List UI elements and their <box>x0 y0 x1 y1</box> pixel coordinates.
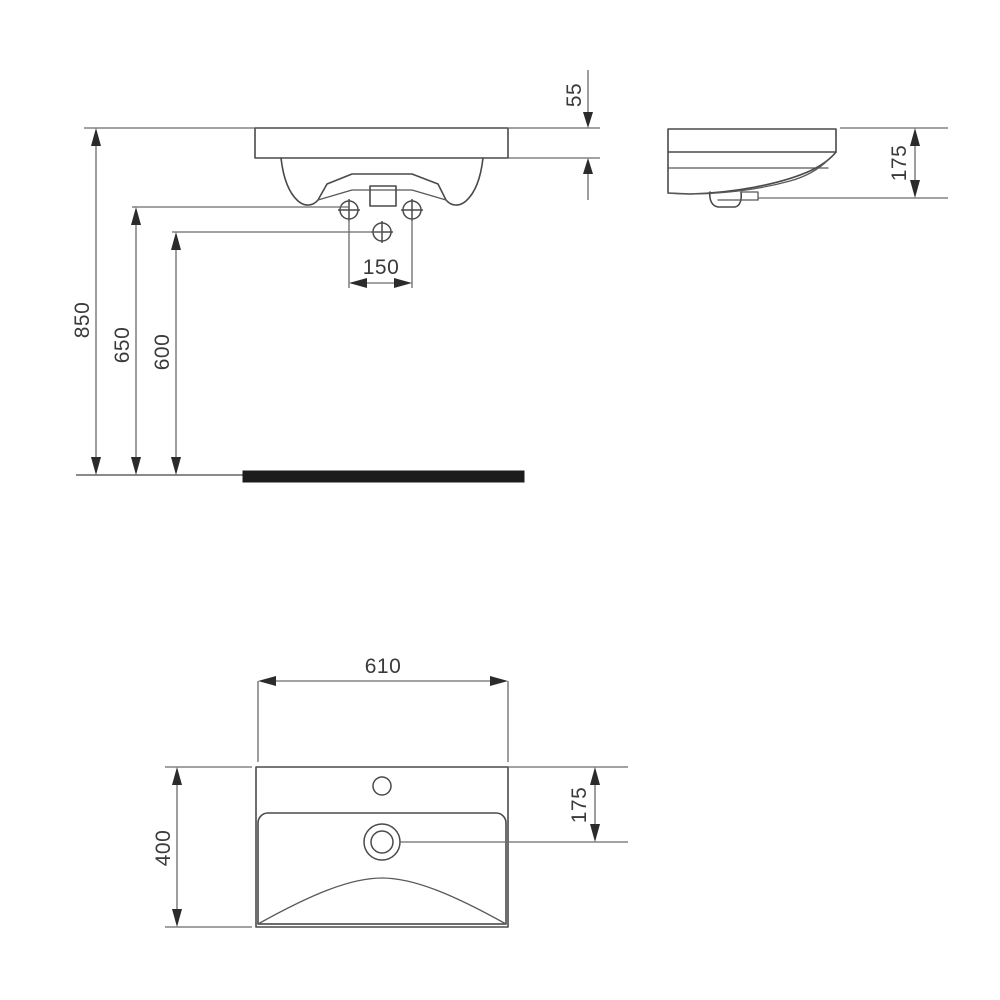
dimension-610-label: 610 <box>365 655 402 678</box>
front-basin-inner-line <box>317 189 447 201</box>
dimension-600: 600 <box>151 232 181 475</box>
side-basin-top-slab <box>667 128 837 153</box>
front-basin-top-slab <box>254 127 509 159</box>
dimension-610: 610 <box>258 655 508 686</box>
side-basin-inner-curve <box>667 159 829 195</box>
floor-solid-bar <box>242 470 525 483</box>
dimension-850-label: 850 <box>71 302 94 339</box>
dimension-400: 400 <box>152 767 182 927</box>
dimension-150: 150 <box>348 219 413 288</box>
plan-bowl-outline <box>257 812 507 925</box>
dimension-400-label: 400 <box>152 830 175 867</box>
dimension-150-label: 150 <box>363 256 400 279</box>
plan-drain-inner-circle <box>370 830 394 854</box>
dimension-175-plan: 175 <box>568 767 600 842</box>
front-tap-hole-right <box>401 199 423 221</box>
dimension-55-label: 55 <box>563 83 586 107</box>
plan-overflow-hole <box>372 776 392 796</box>
dimension-175-plan-label: 175 <box>568 787 591 824</box>
dimension-175-side: 175 <box>888 128 920 198</box>
side-drain-projection <box>709 191 743 208</box>
dimension-850: 850 <box>71 128 101 475</box>
plan-basin-outline <box>255 766 509 928</box>
dimension-600-label: 600 <box>151 334 174 371</box>
dimension-175-side-label: 175 <box>888 145 911 182</box>
dimension-55: 55 <box>508 70 600 200</box>
plan-drain-outer-circle <box>363 823 401 861</box>
dimension-650: 650 <box>111 207 141 475</box>
plan-view: 610 400 175 <box>152 655 628 928</box>
side-drain-outlet <box>740 191 759 201</box>
side-elevation-view: 175 <box>667 127 948 208</box>
front-tap-hole-left <box>338 199 360 221</box>
front-basin-underside <box>280 157 484 206</box>
front-drain-box <box>369 185 397 207</box>
front-elevation-view: 850 650 600 <box>71 127 525 483</box>
plan-bowl-bottom-arc <box>257 877 507 925</box>
dimension-650-label: 650 <box>111 327 134 364</box>
